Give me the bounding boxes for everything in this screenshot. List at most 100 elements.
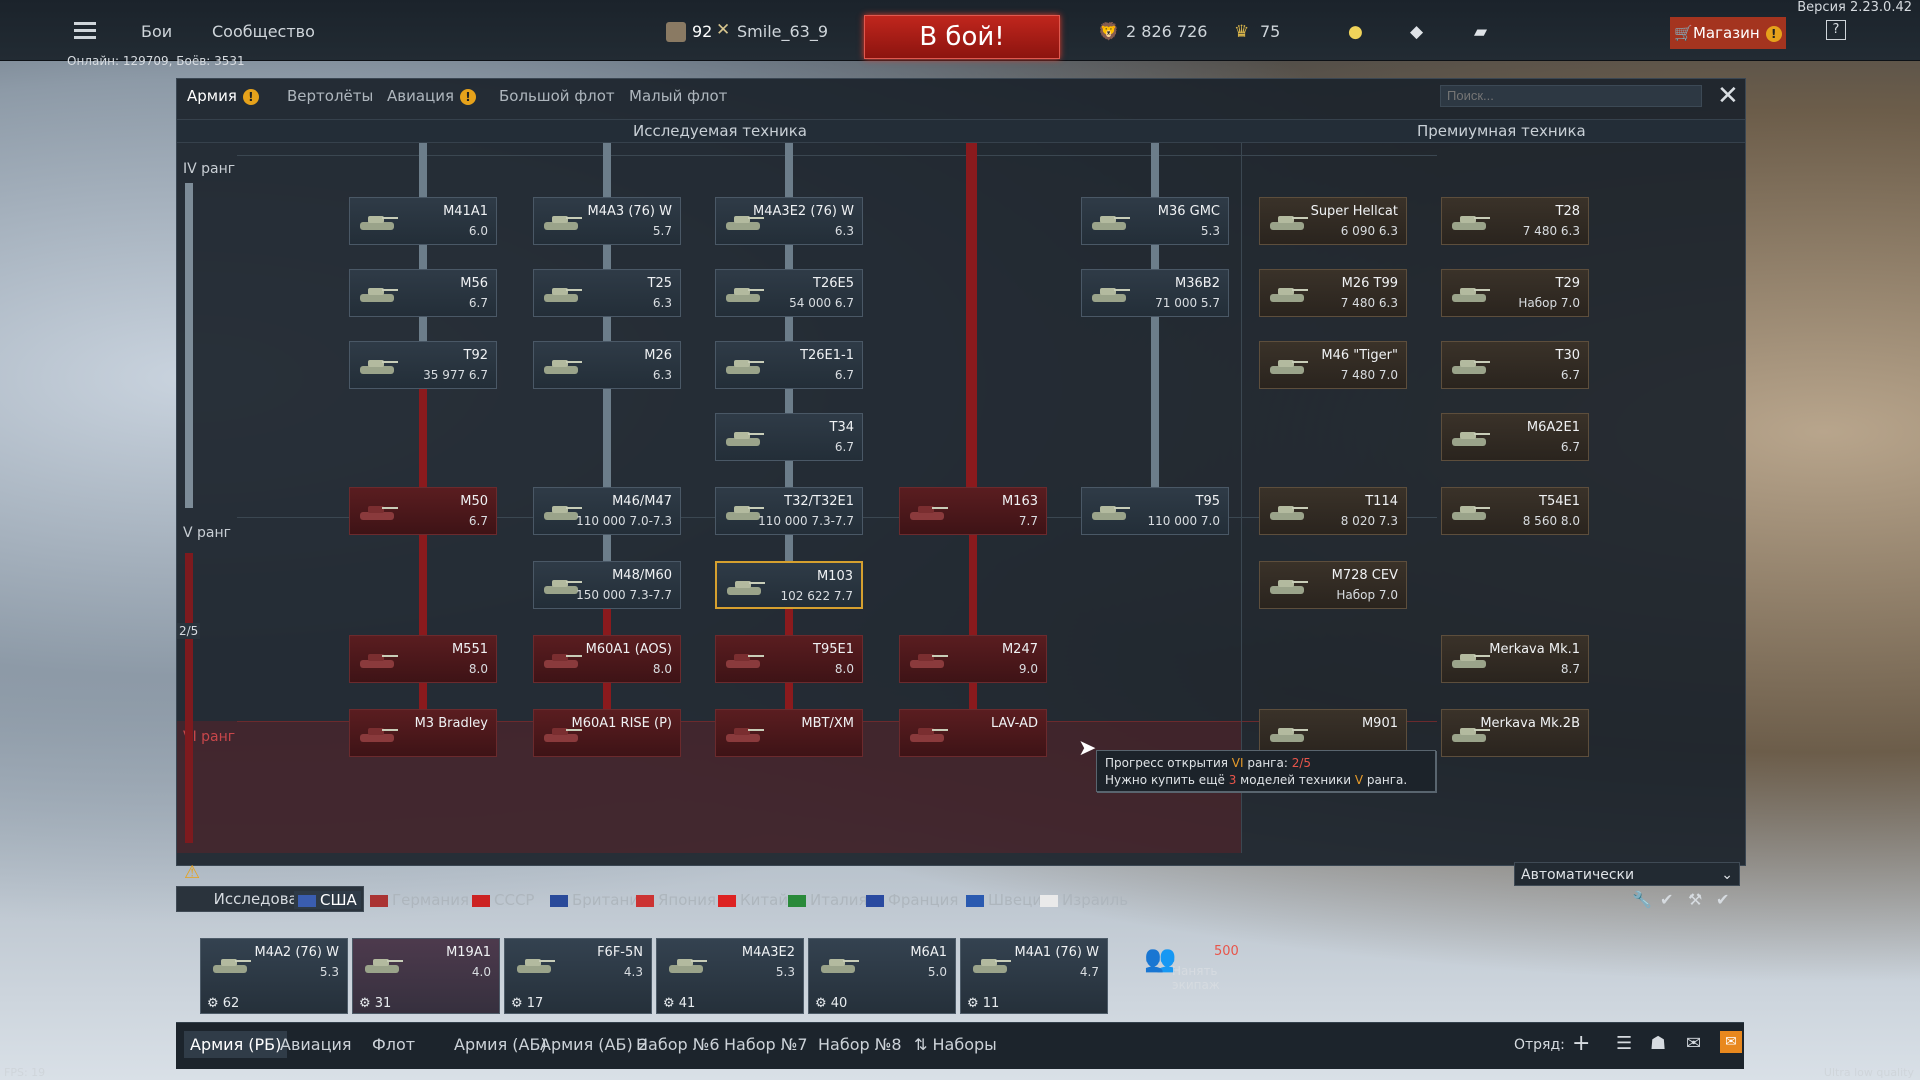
nation-tab[interactable]: Франция <box>866 891 958 909</box>
mail-icon[interactable]: ✉ <box>1720 1031 1742 1053</box>
tab-bluewater-fleet[interactable]: Большой флот <box>499 87 615 105</box>
menu-icon[interactable] <box>74 18 96 43</box>
vehicle-stats: 71 000 5.7 <box>1155 296 1220 310</box>
nation-tab[interactable]: Израиль <box>1040 891 1128 909</box>
preset-tab[interactable]: ⇅ Наборы <box>914 1035 997 1054</box>
vehicle-card[interactable]: MBT/XM <box>715 709 863 757</box>
nation-tab[interactable]: Германия <box>370 891 469 909</box>
silver-lions-balance[interactable]: 2 826 726 <box>1126 22 1208 41</box>
coupon-icon[interactable]: ▰ <box>1474 22 1488 42</box>
tab-aviation[interactable]: Авиация! <box>387 87 477 105</box>
vehicle-card[interactable]: M46 "Tiger"7 480 7.0 <box>1259 341 1407 389</box>
nation-tab[interactable]: СССР <box>472 891 534 909</box>
nation-tab[interactable]: Италия <box>788 891 868 909</box>
check-icon[interactable]: ✔ <box>1660 890 1674 909</box>
close-icon[interactable]: ✕ <box>1717 81 1739 111</box>
nav-community[interactable]: Сообщество <box>212 22 315 41</box>
auto-select-dropdown[interactable]: Автоматически⌄ <box>1514 862 1740 886</box>
lightbulb-icon[interactable]: ● <box>1348 22 1363 42</box>
preset-tab[interactable]: Армия (АБ) 2 <box>540 1035 648 1054</box>
vehicle-card[interactable]: M901 <box>1259 709 1407 757</box>
alert-icon[interactable]: ⚠ <box>184 862 201 883</box>
help-icon[interactable]: ? <box>1826 20 1846 40</box>
preset-tab[interactable]: Набор №7 <box>724 1035 808 1054</box>
nation-tab[interactable]: США <box>294 891 361 909</box>
preset-tab[interactable]: Флот <box>372 1035 416 1054</box>
vehicle-stats: Набор 7.0 <box>1518 296 1580 310</box>
preset-tab[interactable]: Набор №6 <box>636 1035 720 1054</box>
contacts-icon[interactable]: ☗ <box>1650 1033 1667 1054</box>
tab-coastal-fleet[interactable]: Малый флот <box>629 87 728 105</box>
wrench-icon[interactable]: 🔧 <box>1632 890 1652 909</box>
check-icon[interactable]: ✔ <box>1716 890 1730 909</box>
vehicle-card[interactable]: M60A1 RISE (P) <box>533 709 681 757</box>
chat-icon[interactable]: ✉ <box>1686 1033 1702 1054</box>
nation-label: Британия <box>572 891 649 909</box>
vehicle-card[interactable]: M3 Bradley <box>349 709 497 757</box>
tab-army[interactable]: Армия! <box>187 87 259 105</box>
vehicle-card[interactable]: M60A1 (AOS)8.0 <box>533 635 681 683</box>
preset-tab[interactable]: Армия (РБ) <box>184 1031 288 1058</box>
to-battle-button[interactable]: В бой! <box>864 15 1060 59</box>
hire-crew-slot[interactable]: 👥 500 Нанять экипаж <box>1140 938 1260 992</box>
player-name[interactable]: Smile_63_9 <box>737 22 829 41</box>
preset-tab[interactable]: Набор №8 <box>818 1035 902 1054</box>
avatar[interactable] <box>666 22 686 42</box>
vehicle-card[interactable]: LAV-AD <box>899 709 1047 757</box>
tab-helicopters[interactable]: Вертолёты <box>287 87 374 105</box>
nation-tab[interactable]: Китай <box>718 891 788 909</box>
decal-icon[interactable]: ◆ <box>1410 22 1424 42</box>
shop-button[interactable]: 🛒Магазин! <box>1670 17 1786 49</box>
nation-tab[interactable]: Швеция <box>966 891 1051 909</box>
preset-tab[interactable]: Армия (АБ) <box>454 1035 547 1054</box>
add-squad-icon[interactable]: + <box>1572 1031 1591 1056</box>
nav-battles[interactable]: Бои <box>141 22 173 41</box>
search-input[interactable] <box>1440 85 1702 107</box>
repair-all-icon[interactable]: ⚒ <box>1688 890 1703 909</box>
preset-tab[interactable]: Авиация <box>280 1035 352 1054</box>
nation-tab[interactable]: Британия <box>550 891 648 909</box>
vehicle-card[interactable]: Merkava Mk.2B <box>1441 709 1589 757</box>
golden-eagles-balance[interactable]: 75 <box>1260 22 1281 41</box>
list-icon[interactable]: ☰ <box>1616 1033 1633 1054</box>
nation-tab[interactable]: Япония <box>636 891 716 909</box>
